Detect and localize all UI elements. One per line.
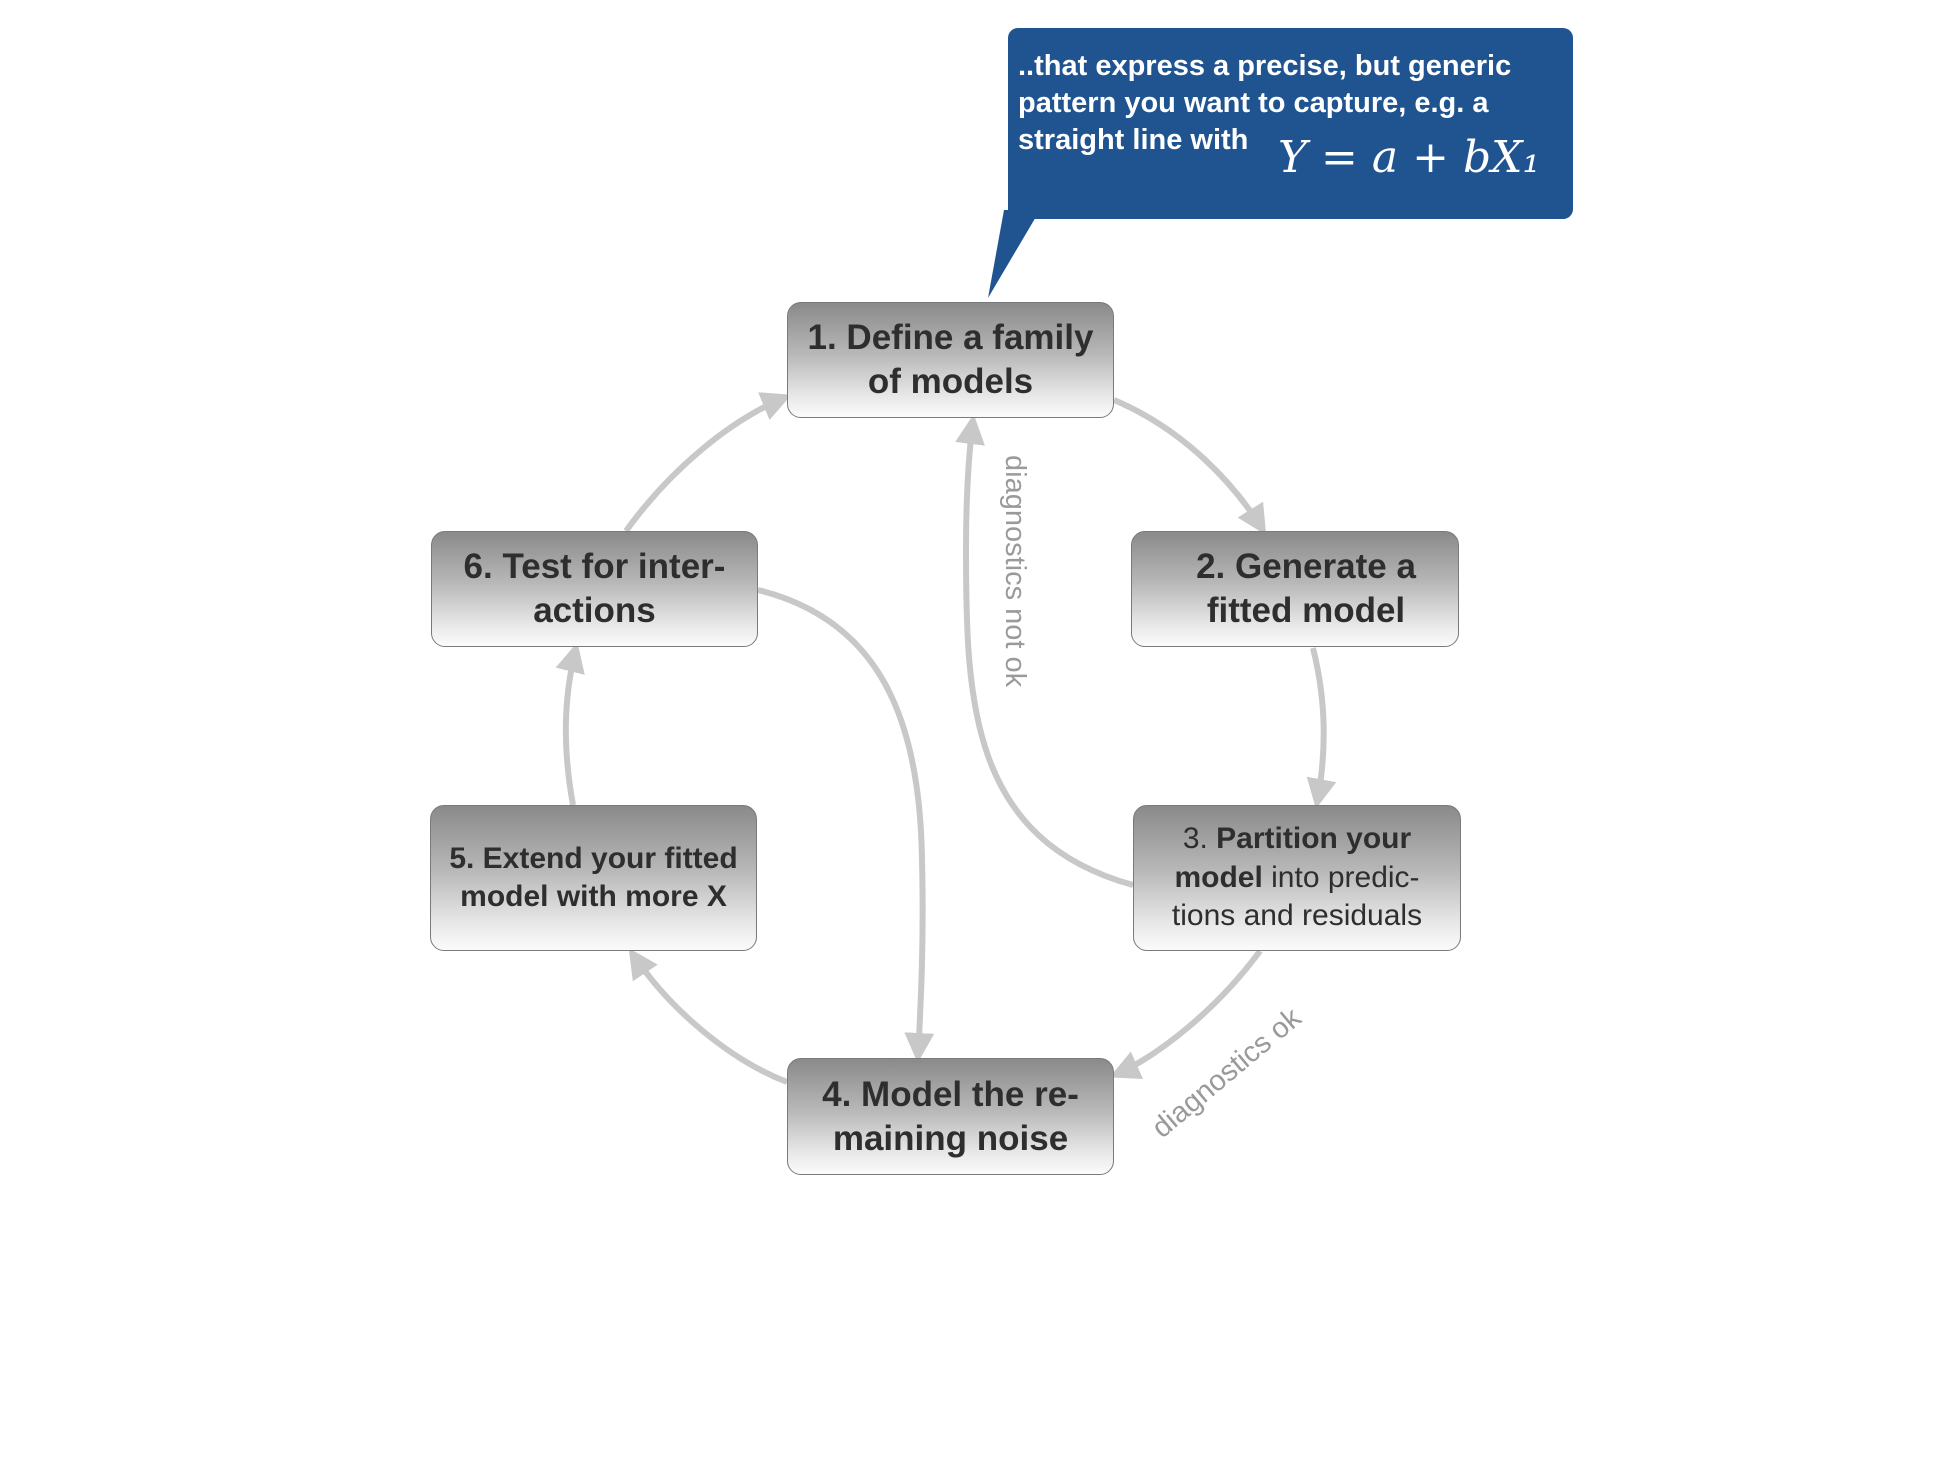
step-extend-fitted-model: 5. Extend your fitted model with more X: [430, 805, 757, 951]
step-noise-label: 4. Model the re-maining noise: [822, 1074, 1079, 1158]
arrow-define-to-generate: [1112, 397, 1267, 536]
step-partition-prefix: 3.: [1182, 822, 1217, 856]
arrow-extend-to-interactions: [555, 642, 585, 806]
arrow-interactions-to-noise: [757, 587, 935, 1063]
step-interactions-label: 6. Test for inter-actions: [463, 547, 726, 630]
callout-formula: Y = a + bX₁: [1278, 132, 1541, 183]
arrow-partition-to-noise: [1109, 949, 1263, 1079]
step-extend-label: 5. Extend your fitted model with more X: [449, 841, 738, 913]
arrow-generate-to-partition: [1306, 647, 1337, 809]
arrow-interactions-to-define: [623, 392, 792, 533]
edge-label-diagnostics-not-ok: diagnostics not ok: [999, 455, 1031, 688]
arrow-noise-to-extend: [628, 948, 789, 1085]
step-partition-bold: Partition your model: [1174, 822, 1412, 894]
step-model-remaining-noise: 4. Model the re-maining noise: [787, 1058, 1114, 1175]
step-generate-label: 2. Generate a fitted model: [1196, 547, 1416, 630]
step-test-interactions: 6. Test for inter-actions: [431, 531, 758, 647]
step-partition-rest: into predic-tions and residuals: [1171, 860, 1423, 933]
step-generate-fitted-model: 2. Generate a fitted model: [1131, 531, 1459, 647]
step-define-label: 1. Define a family of models: [807, 318, 1094, 401]
callout-pointer: [988, 210, 1040, 298]
step-partition-label: 3. Partition your model into predic-tion…: [1157, 820, 1437, 935]
callout-text: ..that express a precise, but generic pa…: [1018, 50, 1512, 156]
step-partition-model: 3. Partition your model into predic-tion…: [1133, 805, 1461, 951]
callout-box: ..that express a precise, but generic pa…: [1008, 28, 1573, 219]
arrow-partition-to-define: [955, 414, 1134, 888]
step-define-family-of-models: 1. Define a family of models: [787, 302, 1114, 418]
